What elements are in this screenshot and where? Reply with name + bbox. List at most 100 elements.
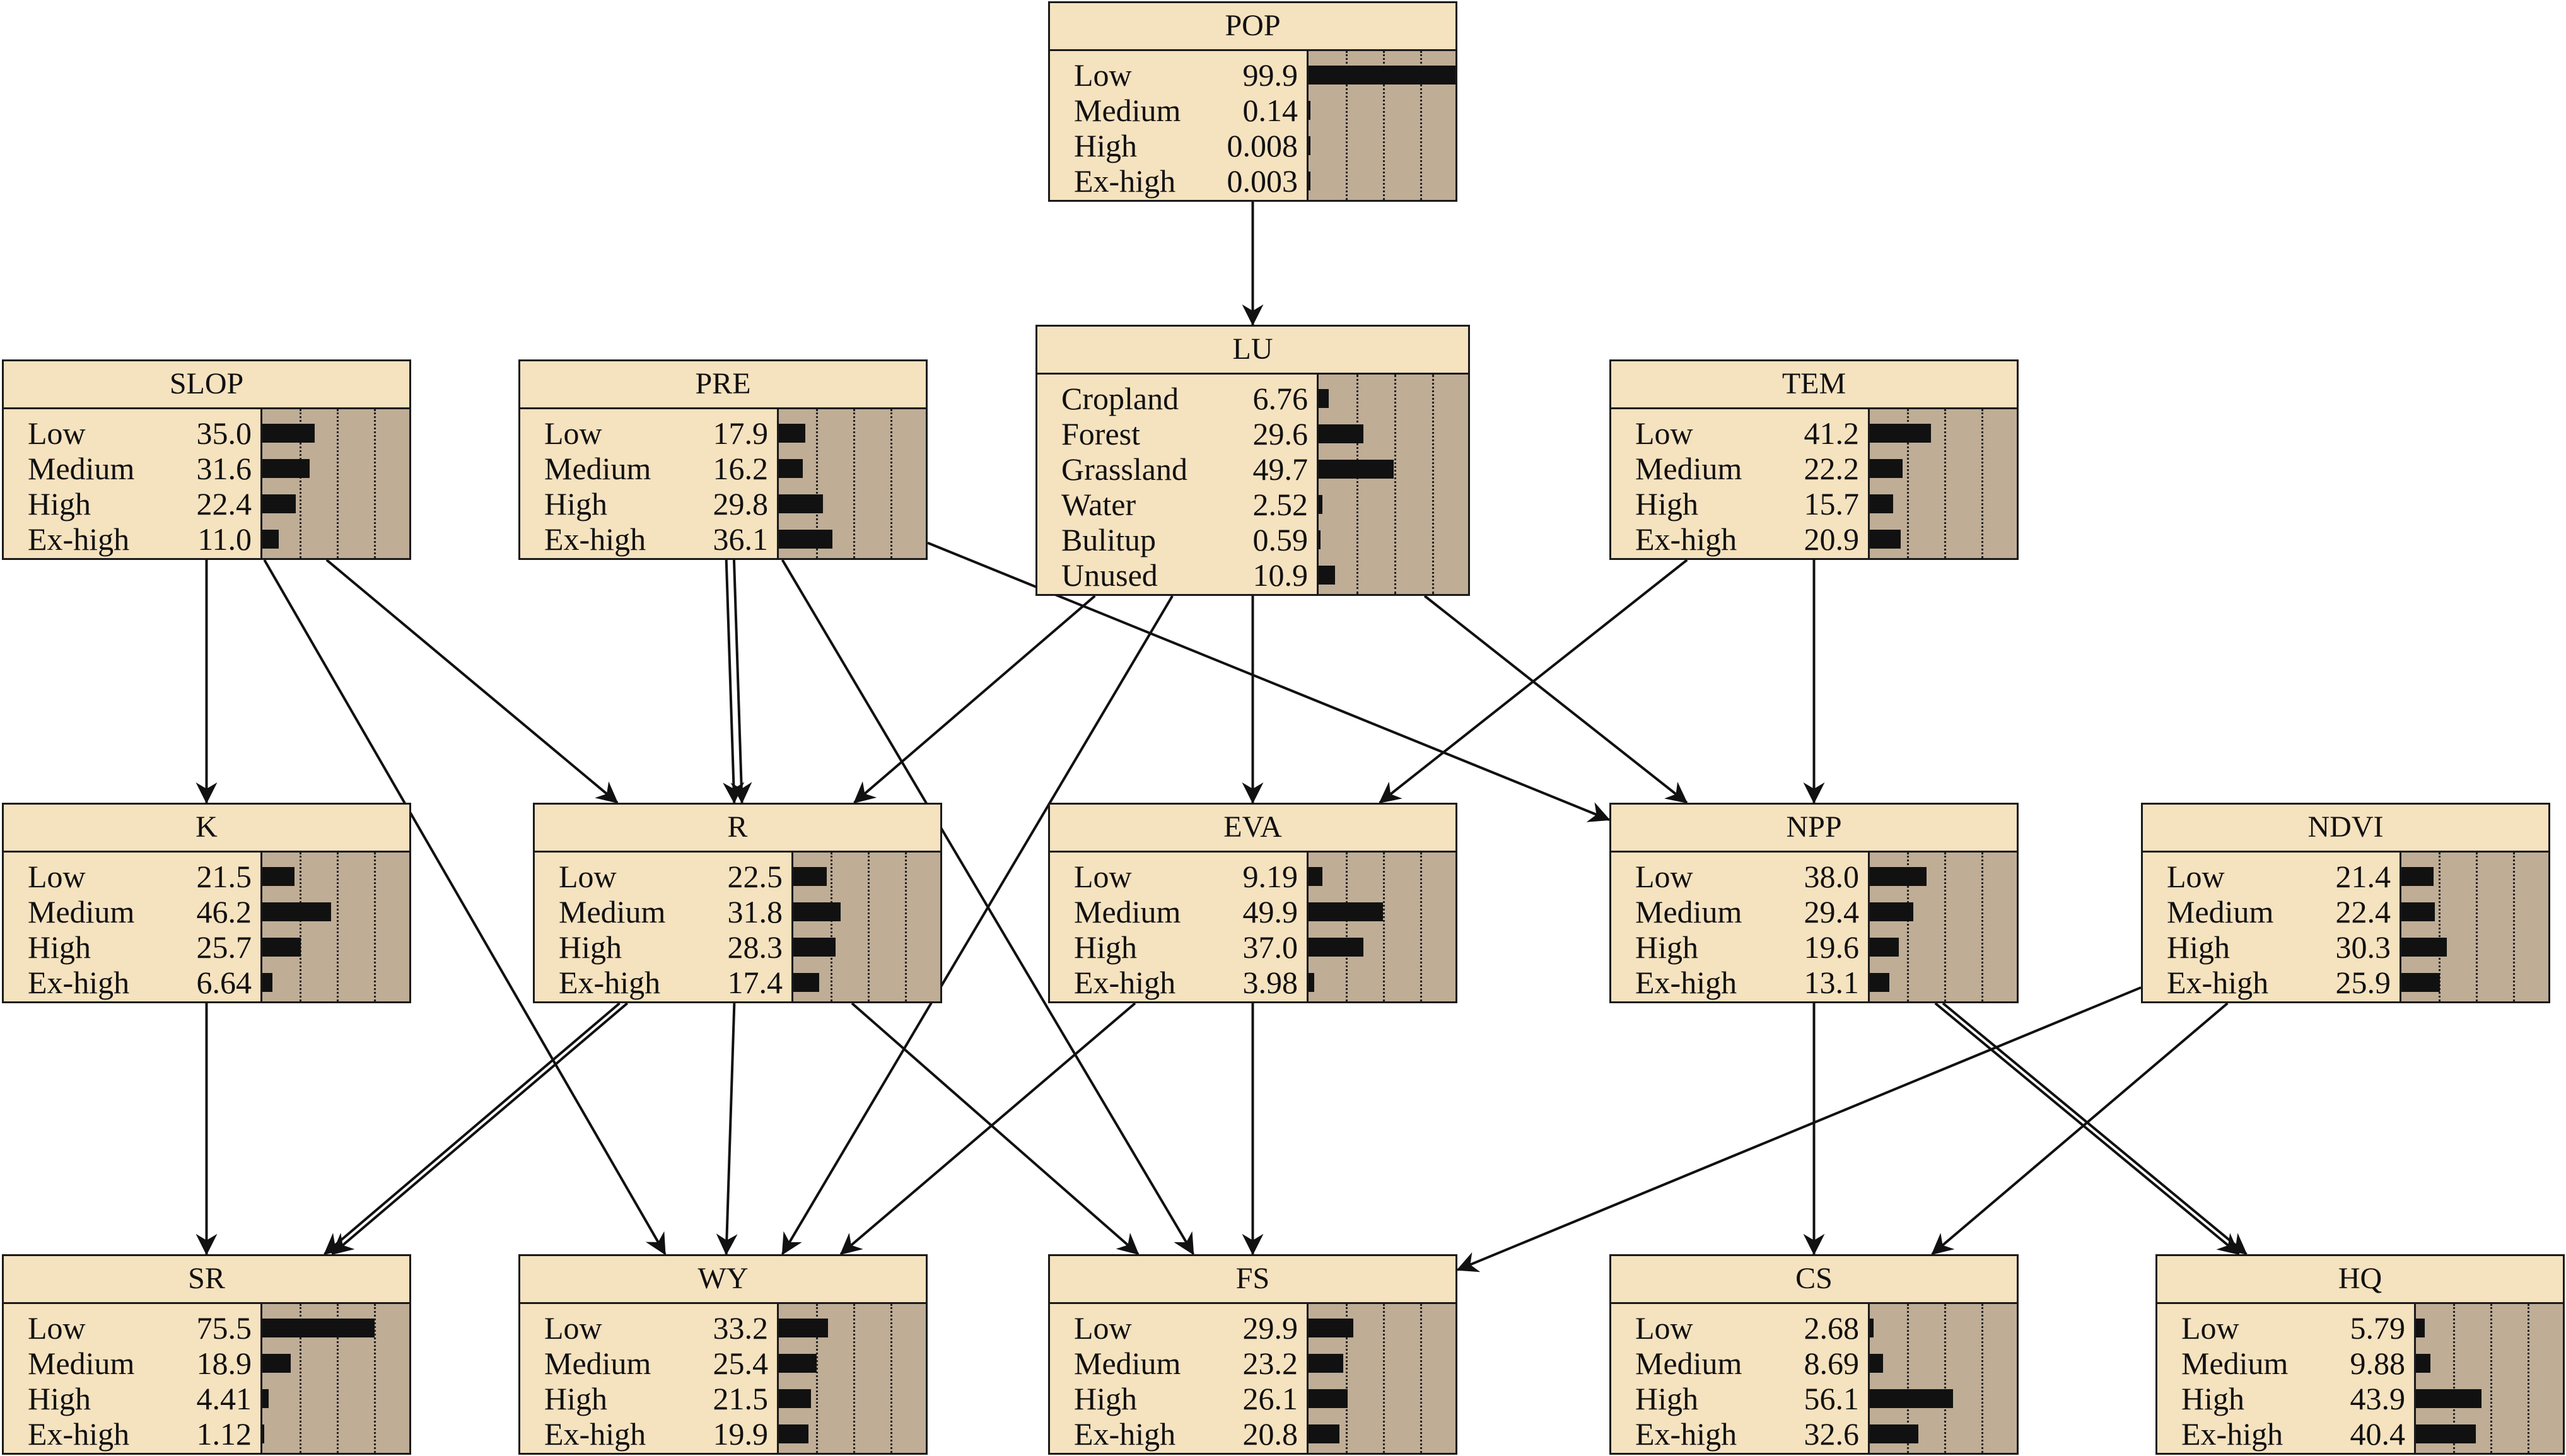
node-title: FS [1050,1256,1455,1304]
state-label: Low [1074,57,1132,93]
state-value: 15.7 [1804,486,1860,521]
edge-r-to-sr [324,1002,621,1255]
state-label: High [1635,1381,1698,1416]
belief-bar [2401,902,2435,921]
gridline [300,853,301,1001]
gridline [816,1304,818,1453]
belief-bar-area [1317,375,1468,594]
state-value: 29.9 [1242,1310,1298,1346]
state-value: 25.4 [713,1346,769,1381]
state-label: High [559,929,622,965]
belief-bar-area [1868,409,2017,558]
state-value: 20.8 [1242,1416,1298,1452]
state-value: 20.9 [1804,521,1860,557]
belief-bar [779,1319,828,1337]
state-value: 31.6 [196,451,252,486]
gridline [1907,1304,1909,1453]
node-title: SR [4,1256,409,1304]
gridline [890,1304,892,1453]
state-value: 23.2 [1242,1346,1298,1381]
gridline [1420,1304,1422,1453]
state-label: Medium [544,451,651,486]
state-label: Low [544,416,602,451]
state-value: 29.6 [1252,416,1309,451]
state-value: 10.9 [1252,557,1309,593]
belief-bar [2401,867,2434,886]
state-label: High [2181,1381,2244,1416]
state-value: 22.4 [196,486,252,521]
state-value: 36.1 [713,521,769,557]
state-value: 31.8 [727,894,783,929]
state-label: High [1074,929,1137,965]
state-label: Ex-high [1635,521,1737,557]
state-value: 6.64 [196,965,252,1000]
state-value: 32.6 [1804,1416,1860,1452]
belief-bar [262,867,295,886]
state-label: Medium [1635,894,1742,929]
state-value: 40.4 [2350,1416,2406,1452]
belief-bar [262,1319,375,1337]
node-title: PRE [520,361,926,409]
gridline [1981,853,1983,1001]
state-value: 4.41 [196,1381,252,1416]
belief-bar [1309,1424,1339,1443]
node-title: LU [1037,327,1468,375]
edge-pre-to-r [730,559,752,804]
node-title: CS [1611,1256,2017,1304]
belief-bar [2416,1354,2430,1373]
gridline [1383,1304,1385,1453]
gridline [337,853,339,1001]
node-title: TEM [1611,361,2017,409]
state-value: 21.5 [196,859,252,894]
state-label: High [544,1381,607,1416]
state-label: Forest [1061,416,1140,451]
belief-bar [1319,460,1394,479]
state-label: Low [2181,1310,2239,1346]
edge-slop-to-wy [263,559,667,1255]
node-title: SLOP [4,361,409,409]
belief-bar [2401,973,2440,992]
